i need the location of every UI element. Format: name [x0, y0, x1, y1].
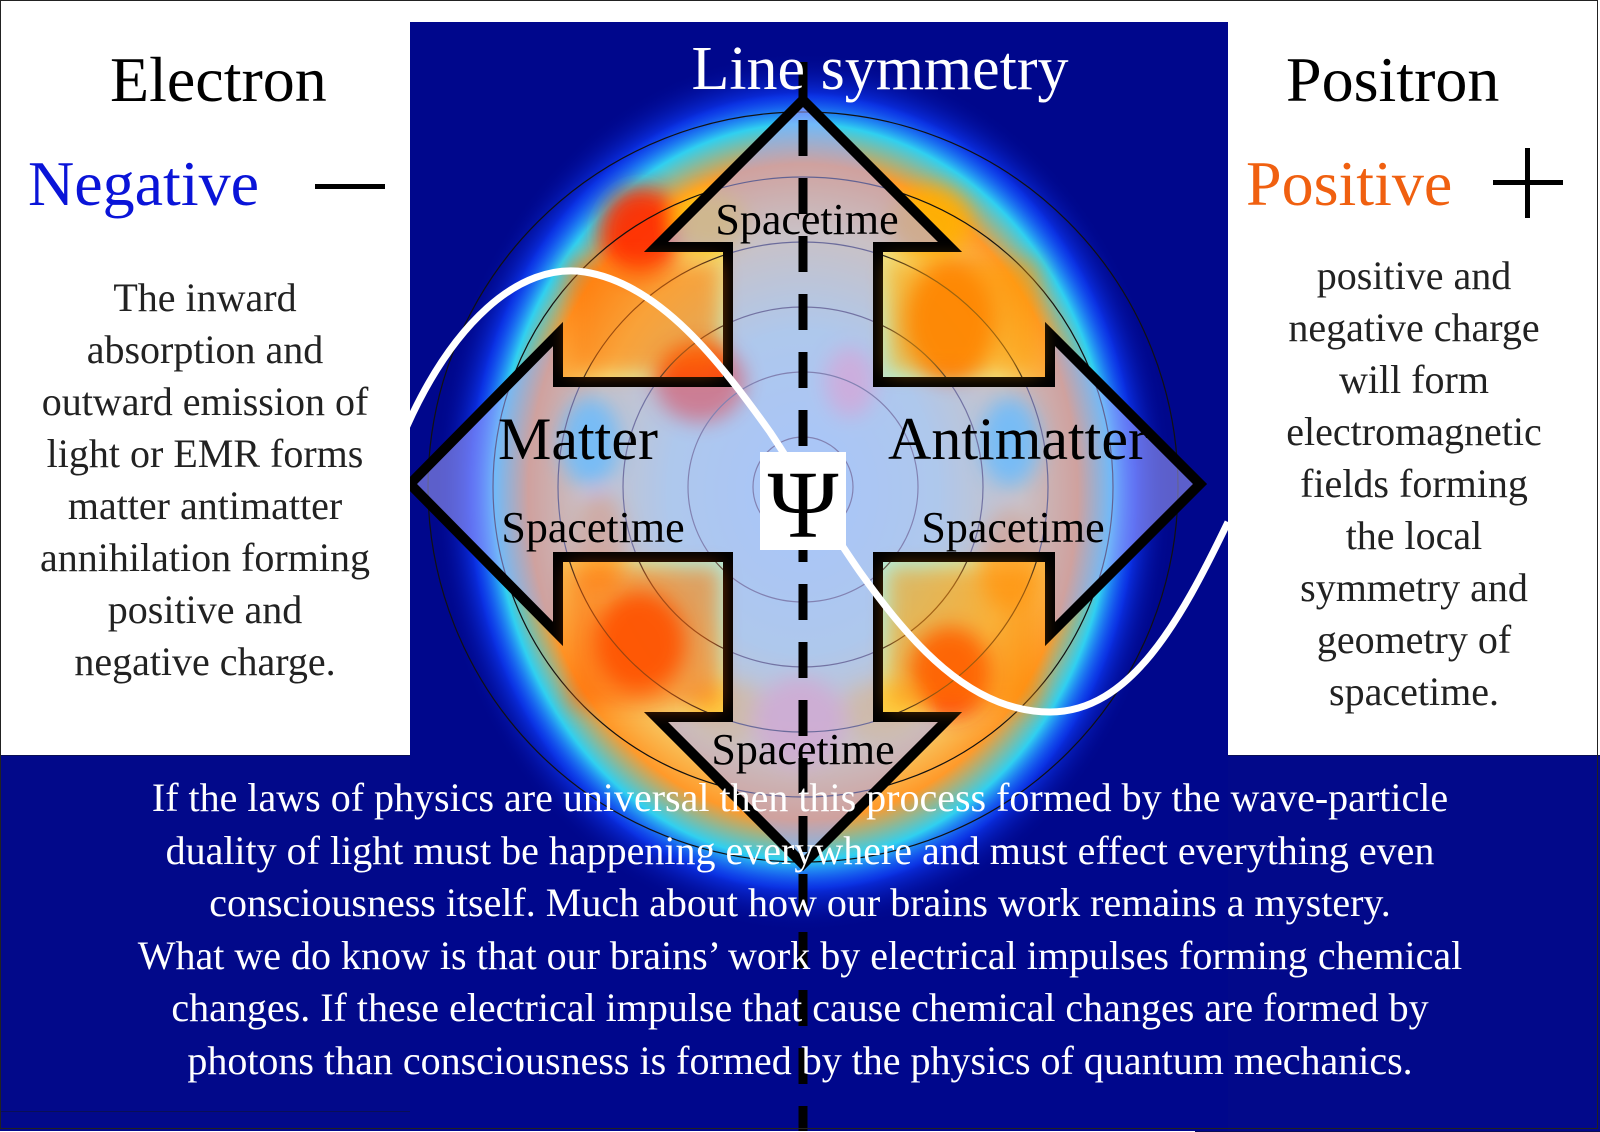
- spacetime-label-left: Spacetime: [501, 503, 684, 552]
- positron-panel: Positron Positive positive and negative …: [1228, 0, 1600, 755]
- electron-description: The inward absorption and outward emissi…: [10, 272, 400, 688]
- description-line: The inward: [113, 275, 297, 320]
- spacetime-label-right: Spacetime: [921, 503, 1104, 552]
- description-line: positive and: [107, 587, 303, 632]
- description-line: geometry of: [1316, 617, 1512, 662]
- negative-label: Negative: [28, 148, 259, 219]
- antimatter-label: Antimatter: [888, 406, 1148, 472]
- description-line: negative charge.: [74, 639, 336, 684]
- conclusion-line: consciousness itself. Much about how our…: [209, 880, 1391, 925]
- conclusion-line: What we do know is that our brains’ work…: [137, 932, 1463, 978]
- conclusion-line: duality of light must be happening every…: [165, 827, 1435, 873]
- description-line: spacetime.: [1329, 669, 1499, 714]
- description-line: negative charge: [1288, 305, 1540, 350]
- matter-label: Matter: [498, 406, 658, 472]
- description-line: annihilation forming: [40, 535, 370, 580]
- heatmap-diagram: Line symmetry Spacetime Matter Antimatte…: [410, 35, 1228, 1131]
- line-symmetry-heading: Line symmetry: [691, 35, 1068, 103]
- description-line: will form: [1339, 357, 1489, 402]
- conclusion-text: If the laws of physics are universal the…: [0, 772, 1600, 1087]
- description-line: symmetry and: [1300, 565, 1528, 610]
- electron-panel: Electron Negative The inward absorption …: [0, 0, 410, 755]
- psi-backdrop: [760, 452, 846, 550]
- description-line: fields forming: [1300, 461, 1528, 506]
- description-line: outward emission of: [41, 379, 369, 424]
- psi-symbol-icon: Ψ: [768, 451, 839, 558]
- description-line: the local: [1345, 513, 1483, 558]
- positron-title: Positron: [1286, 44, 1500, 115]
- positron-description: positive and negative charge will form e…: [1228, 250, 1600, 718]
- description-line: electromagnetic: [1286, 409, 1542, 454]
- description-line: matter antimatter: [67, 483, 343, 528]
- symmetry-diagram: Line symmetry Spacetime Matter Antimatte…: [410, 22, 1228, 1131]
- description-line: light or EMR forms: [46, 431, 364, 476]
- spacetime-label-down: Spacetime: [711, 725, 894, 774]
- conclusion-line: photons than consciousness is formed by …: [187, 1037, 1413, 1083]
- description-line: positive and: [1316, 253, 1512, 298]
- spacetime-label-up: Spacetime: [715, 195, 898, 244]
- conclusion-line: If the laws of physics are universal the…: [151, 775, 1449, 820]
- description-line: absorption and: [86, 327, 324, 372]
- minus-sign-icon: [315, 184, 385, 189]
- electron-title: Electron: [110, 44, 327, 115]
- positive-label: Positive: [1246, 148, 1453, 219]
- conclusion-line: changes. If these electrical impulse tha…: [171, 985, 1429, 1030]
